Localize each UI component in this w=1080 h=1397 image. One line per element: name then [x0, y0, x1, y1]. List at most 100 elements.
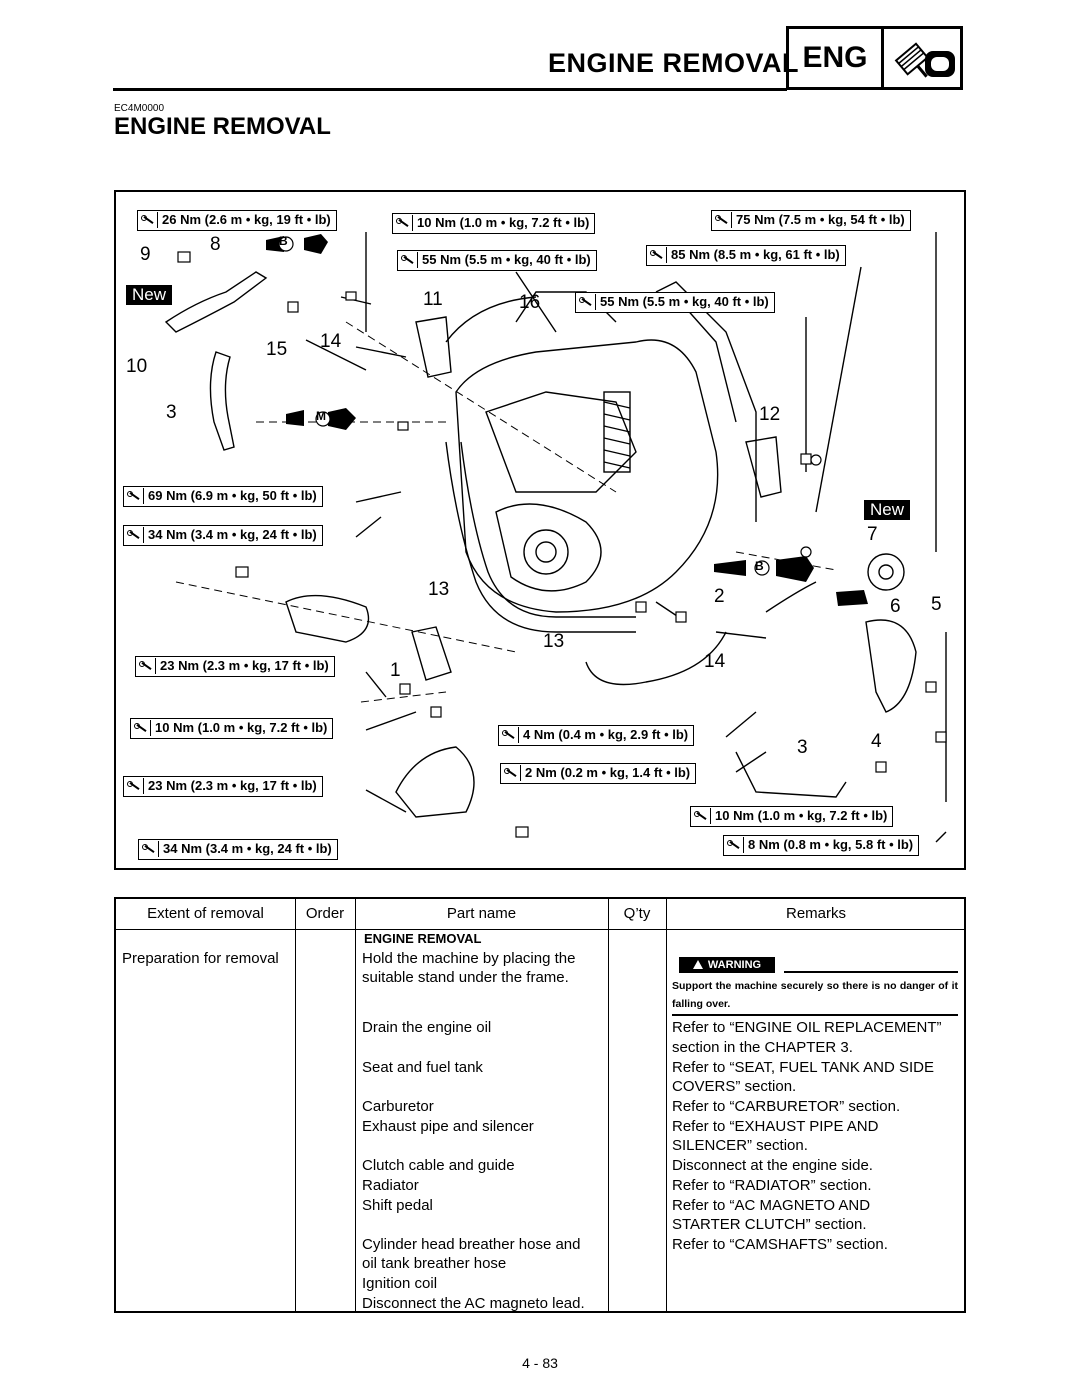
torque-spec: 85 Nm (8.5 m • kg, 61 ft • lb) — [646, 245, 846, 266]
part-name: Hold the machine by placing the — [362, 950, 576, 967]
column-header-order: Order — [305, 905, 345, 922]
lube-mark-b-top: B — [279, 234, 288, 248]
callout-number: 10 — [126, 356, 148, 377]
callout-number: 3 — [797, 737, 808, 758]
torque-wrench-icon — [726, 837, 744, 853]
column-divider — [666, 899, 667, 1311]
warning-underline — [672, 1014, 958, 1016]
lube-mark-m: M — [316, 409, 326, 423]
header-rule — [113, 88, 787, 91]
torque-wrench-icon — [126, 778, 144, 794]
torque-spec: 26 Nm (2.6 m • kg, 19 ft • lb) — [137, 210, 337, 231]
remark: Refer to “CARBURETOR” section. — [672, 1098, 901, 1115]
callout-number: 12 — [759, 404, 781, 425]
section-title: ENGINE REMOVAL — [548, 48, 800, 78]
torque-spec: 55 Nm (5.5 m • kg, 40 ft • lb) — [397, 250, 597, 271]
remark: Refer to “SEAT, FUEL TANK AND SIDE — [672, 1059, 935, 1076]
torque-spec: 8 Nm (0.8 m • kg, 5.8 ft • lb) — [723, 835, 920, 856]
callout-number: 13 — [543, 631, 565, 652]
remark: SILENCER” section. — [672, 1137, 808, 1154]
torque-wrench-icon — [141, 841, 159, 857]
torque-wrench-icon — [578, 294, 596, 310]
torque-spec: 10 Nm (1.0 m • kg, 7.2 ft • lb) — [690, 806, 894, 827]
warning-badge: WARNING — [679, 957, 775, 973]
part-name: Drain the engine oil — [362, 1019, 492, 1036]
callout-number: 5 — [931, 594, 942, 615]
exploded-diagram: B M B New New 9 8 10 15 14 3 11 16 12 7 … — [114, 190, 966, 870]
column-divider — [608, 899, 609, 1311]
callout-number: 14 — [320, 331, 342, 352]
callout-number: 2 — [714, 586, 725, 607]
torque-spec: 10 Nm (1.0 m • kg, 7.2 ft • lb) — [392, 213, 596, 234]
callout-number: 4 — [871, 731, 882, 752]
new-part-label: New — [126, 285, 173, 305]
part-name: Cylinder head breather hose and — [362, 1236, 581, 1253]
torque-spec: 4 Nm (0.4 m • kg, 2.9 ft • lb) — [498, 725, 695, 746]
part-name: Clutch cable and guide — [362, 1157, 515, 1174]
warning-rule — [784, 971, 958, 973]
torque-wrench-icon — [649, 247, 667, 263]
part-name: Seat and fuel tank — [362, 1059, 483, 1076]
column-header-remarks: Remarks — [785, 905, 846, 922]
torque-wrench-icon — [126, 488, 144, 504]
page-title: ENGINE REMOVAL — [114, 113, 331, 140]
callout-number: 13 — [428, 579, 450, 600]
part-name: suitable stand under the frame. — [362, 969, 569, 986]
torque-wrench-icon — [503, 765, 521, 781]
callout-number: 16 — [519, 292, 541, 313]
new-part-label: New — [864, 500, 911, 520]
column-header-extent: Extent of removal — [147, 905, 264, 922]
torque-wrench-icon — [400, 252, 418, 268]
part-name: oil tank breather hose — [362, 1255, 507, 1272]
eng-badge-text: ENG — [789, 29, 884, 87]
torque-spec: 55 Nm (5.5 m • kg, 40 ft • lb) — [575, 292, 775, 313]
warning-text: Support the machine securely so there is… — [672, 980, 958, 1010]
warning-triangle-icon — [692, 960, 703, 969]
callout-number: 7 — [867, 524, 878, 545]
torque-wrench-icon — [714, 212, 732, 228]
removal-table: Extent of removal Order Part name Q’ty R… — [114, 897, 966, 1313]
torque-spec: 10 Nm (1.0 m • kg, 7.2 ft • lb) — [130, 718, 334, 739]
callout-number: 3 — [166, 402, 177, 423]
torque-wrench-icon — [138, 658, 156, 674]
section-heading: ENGINE REMOVAL — [364, 931, 482, 946]
remark: Refer to “CAMSHAFTS” section. — [672, 1236, 888, 1253]
torque-spec: 2 Nm (0.2 m • kg, 1.4 ft • lb) — [500, 763, 697, 784]
remark: STARTER CLUTCH” section. — [672, 1216, 867, 1233]
torque-spec: 75 Nm (7.5 m • kg, 54 ft • lb) — [711, 210, 911, 231]
part-name: Ignition coil — [362, 1275, 438, 1292]
torque-spec: 34 Nm (3.4 m • kg, 24 ft • lb) — [138, 839, 338, 860]
document-code: EC4M0000 — [114, 103, 165, 114]
remark: Refer to “RADIATOR” section. — [672, 1177, 872, 1194]
eng-badge: ENG — [786, 26, 963, 90]
callout-number: 9 — [140, 244, 151, 265]
callout-number: 6 — [890, 596, 901, 617]
column-header-part-name: Part name — [446, 905, 517, 922]
torque-spec: 69 Nm (6.9 m • kg, 50 ft • lb) — [123, 486, 323, 507]
callout-number: 11 — [423, 289, 443, 310]
torque-spec: 23 Nm (2.3 m • kg, 17 ft • lb) — [135, 656, 335, 677]
torque-wrench-icon — [693, 808, 711, 824]
column-header-qty: Q’ty — [623, 905, 651, 922]
torque-wrench-icon — [501, 727, 519, 743]
torque-wrench-icon — [140, 212, 158, 228]
remark: COVERS” section. — [672, 1078, 797, 1095]
part-name: Exhaust pipe and silencer — [362, 1118, 534, 1135]
part-name: Radiator — [362, 1177, 419, 1194]
torque-spec: 34 Nm (3.4 m • kg, 24 ft • lb) — [123, 525, 323, 546]
column-divider — [295, 899, 296, 1311]
torque-wrench-icon — [126, 527, 144, 543]
part-name: Carburetor — [362, 1098, 434, 1115]
callout-number: 1 — [390, 660, 401, 681]
remark: Refer to “AC MAGNETO AND — [672, 1197, 871, 1214]
column-divider — [355, 899, 356, 1311]
remark: section in the CHAPTER 3. — [672, 1039, 853, 1056]
torque-wrench-icon — [395, 215, 413, 231]
header-divider — [116, 929, 964, 930]
remark: Disconnect at the engine side. — [672, 1157, 873, 1174]
torque-wrench-icon — [133, 720, 151, 736]
page-number: 4 - 83 — [522, 1355, 558, 1371]
remark: Refer to “EXHAUST PIPE AND — [672, 1118, 879, 1135]
callout-number: 14 — [704, 651, 726, 672]
torque-spec: 23 Nm (2.3 m • kg, 17 ft • lb) — [123, 776, 323, 797]
